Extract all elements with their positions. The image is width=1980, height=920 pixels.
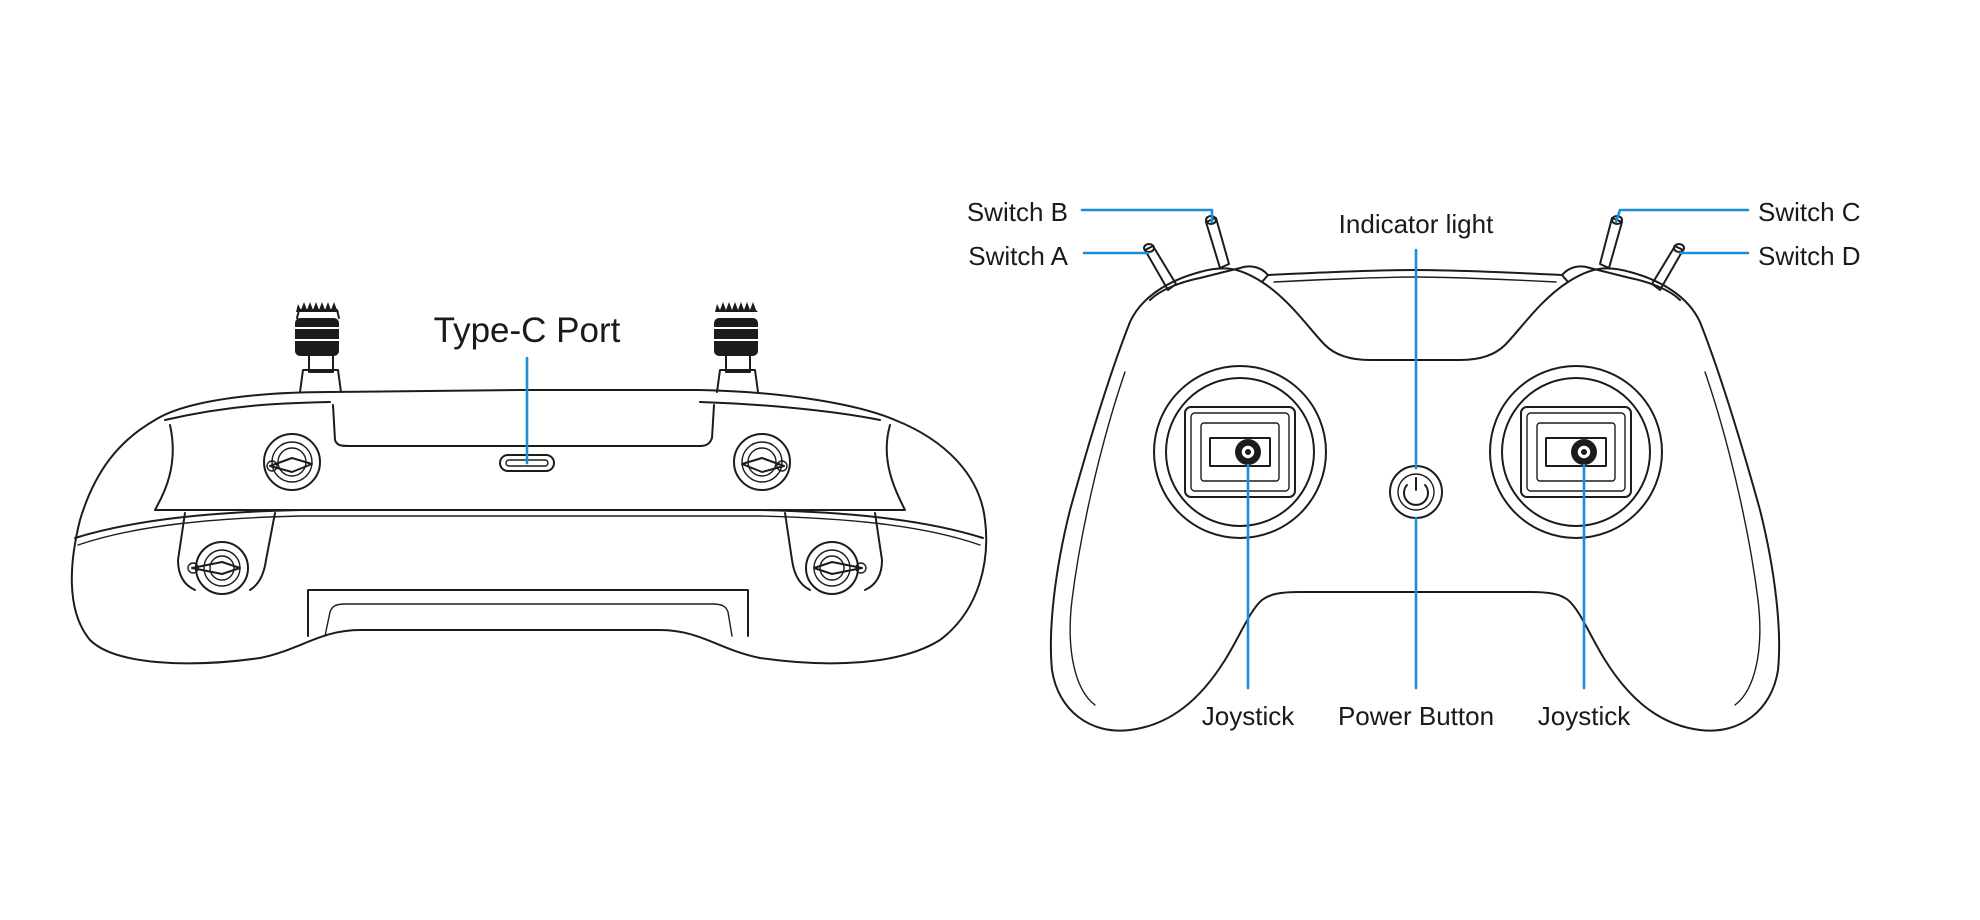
switch-b-lever xyxy=(1205,215,1230,269)
indicator-light-label: Indicator light xyxy=(1339,209,1494,239)
top-view-body xyxy=(70,389,988,665)
right-joystick-label: Joystick xyxy=(1538,701,1631,731)
right-antenna xyxy=(714,302,759,393)
top-switch-1 xyxy=(263,433,321,491)
left-joystick xyxy=(1153,365,1327,539)
switch-c-leader xyxy=(1614,208,1750,224)
left-antenna xyxy=(295,302,342,393)
left-joystick-label: Joystick xyxy=(1202,701,1295,731)
top-switch-2 xyxy=(733,433,791,491)
switch-c-lever xyxy=(1599,215,1623,269)
top-switch-3 xyxy=(187,541,249,595)
power-button xyxy=(1389,465,1443,519)
right-joystick xyxy=(1489,365,1663,539)
switch-d-label: Switch D xyxy=(1758,241,1861,271)
switch-d-lever xyxy=(1651,243,1685,291)
controller-top-view: Type-C Port xyxy=(70,302,988,665)
power-button-label: Power Button xyxy=(1338,701,1494,731)
switch-b-leader xyxy=(1080,208,1214,224)
controller-front-view: Switch B Switch A Switch C Switch D Indi… xyxy=(967,197,1861,732)
type-c-port-label: Type-C Port xyxy=(434,311,621,350)
top-switch-4 xyxy=(805,541,867,595)
switch-a-label: Switch A xyxy=(968,241,1068,271)
switch-b-label: Switch B xyxy=(967,197,1068,227)
switch-c-label: Switch C xyxy=(1758,197,1861,227)
front-view-body xyxy=(1049,267,1781,732)
